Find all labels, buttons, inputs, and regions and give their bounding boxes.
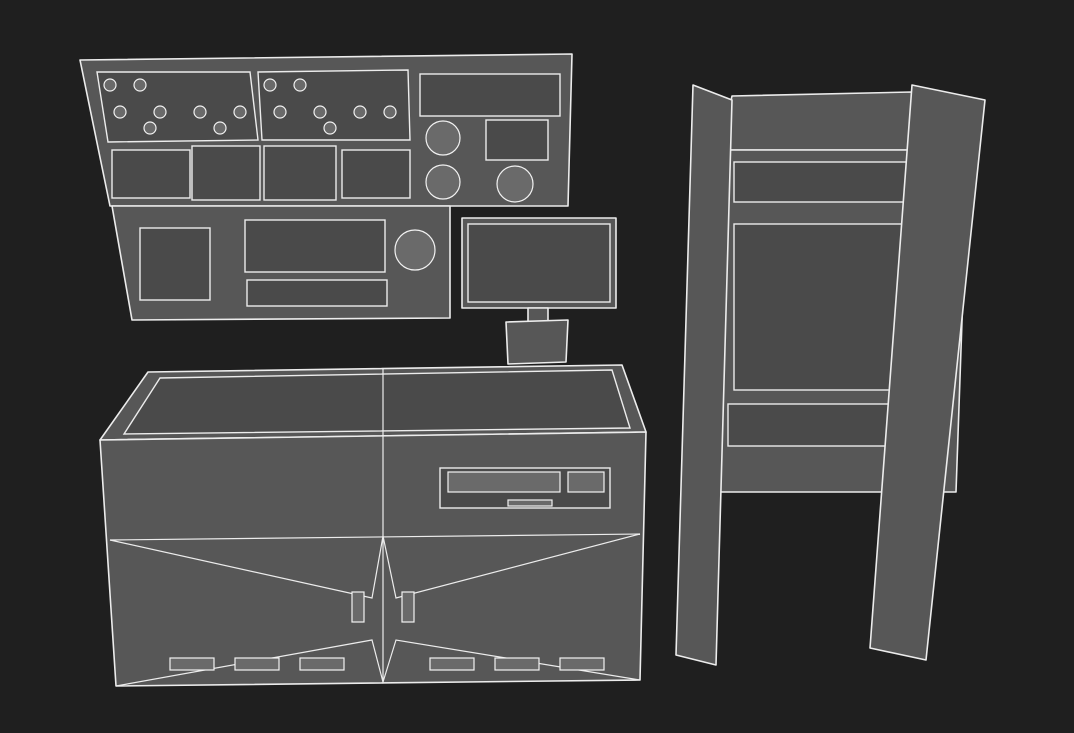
vent	[234, 657, 280, 671]
desk-top-inset	[122, 369, 631, 435]
dial-group	[103, 78, 397, 135]
panel-section-3	[419, 73, 561, 117]
panel-slot-5	[485, 119, 549, 161]
vent	[169, 657, 215, 671]
panel-slot-1	[111, 149, 191, 199]
vent-group	[169, 657, 605, 671]
panel-slot-3	[263, 145, 337, 201]
door-handle-left	[351, 591, 365, 623]
gauge-icon	[425, 120, 461, 156]
gauge-icon	[496, 165, 534, 203]
vent	[559, 657, 605, 671]
knob-icon	[143, 121, 157, 135]
knob-icon	[313, 105, 327, 119]
desk-edge	[109, 533, 641, 541]
vent	[429, 657, 475, 671]
equipment-rack	[675, 84, 986, 666]
monitor-screen	[467, 223, 611, 303]
knob-icon	[263, 78, 277, 92]
knob-icon	[323, 121, 337, 135]
knob-icon	[153, 105, 167, 119]
gauge-icon	[394, 229, 436, 271]
knob-icon	[273, 105, 287, 119]
tray-handle	[507, 499, 553, 507]
monitor-stand	[505, 319, 569, 365]
knob-icon	[113, 105, 127, 119]
desk	[99, 364, 647, 687]
keypad-panel	[139, 227, 211, 301]
knob-icon	[133, 78, 147, 92]
drawer-bevel	[109, 533, 641, 599]
knob-icon	[353, 105, 367, 119]
panel-slot-2	[191, 145, 261, 201]
trackball	[567, 471, 605, 493]
drawer-bevel	[115, 639, 641, 687]
monitor	[461, 217, 617, 365]
knob-icon	[213, 121, 227, 135]
knob-icon	[193, 105, 207, 119]
rack-right-side	[869, 84, 986, 661]
knob-icon	[383, 105, 397, 119]
button-panel	[244, 219, 386, 273]
vent	[494, 657, 540, 671]
knob-icon	[103, 78, 117, 92]
door-handle-right	[401, 591, 415, 623]
panel-slot-4	[341, 149, 411, 199]
knob-icon	[233, 105, 247, 119]
display-slot	[246, 279, 388, 307]
keyboard	[447, 471, 561, 493]
knob-icon	[293, 78, 307, 92]
gauge-icon	[425, 164, 461, 200]
rack-left-side	[675, 84, 733, 666]
control-panel	[79, 53, 573, 321]
vent	[299, 657, 345, 671]
